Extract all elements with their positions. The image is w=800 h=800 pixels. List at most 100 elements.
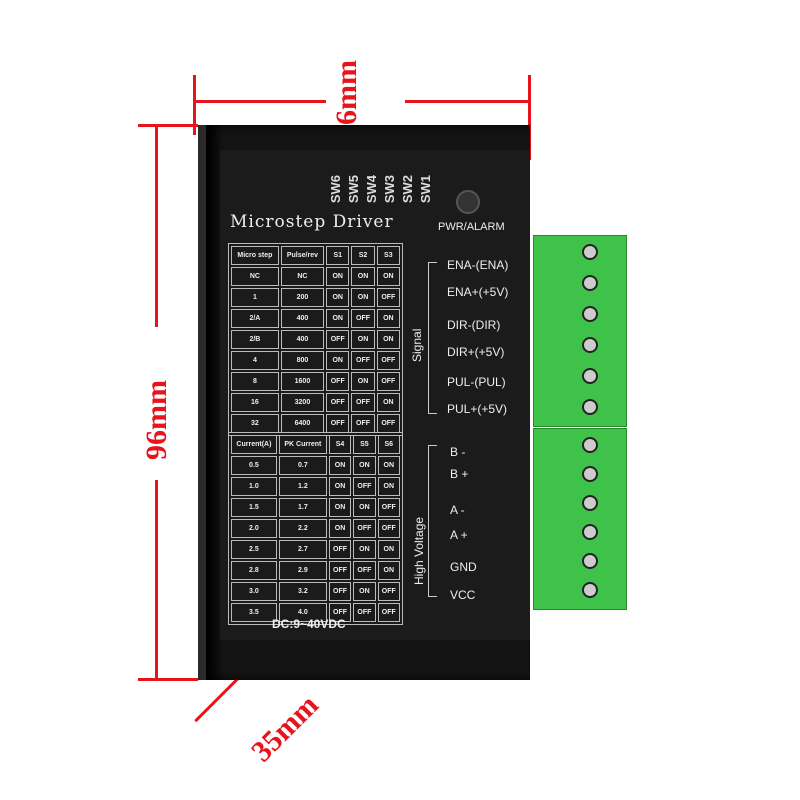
table-cell: 0.7 [278, 456, 327, 475]
height-dimension: 96mm [140, 380, 173, 460]
table-cell: OFF [376, 372, 400, 391]
led-icon [456, 190, 480, 214]
table-cell: ON [353, 498, 376, 517]
table-cell: 1600 [280, 372, 325, 391]
table-cell: 32 [231, 414, 279, 433]
signal-pin-label: DIR+(+5V) [447, 345, 505, 359]
table-cell: OFF [376, 414, 400, 433]
terminal-screw-icon [582, 495, 598, 511]
table-cell: ON [328, 519, 352, 538]
terminal-screw-icon [582, 582, 598, 598]
table-cell: 800 [280, 351, 325, 370]
width-dim-left-tick [193, 75, 196, 135]
table-cell: ON [377, 561, 400, 580]
table-cell: OFF [377, 582, 400, 601]
table-cell: 4.0 [278, 603, 327, 622]
table-cell: OFF [376, 351, 400, 370]
table-cell: ON [376, 330, 400, 349]
table-cell: 200 [280, 288, 325, 307]
table-cell: ON [351, 372, 375, 391]
table-cell: 1.7 [278, 498, 327, 517]
table-cell: 2.0 [231, 519, 277, 538]
table-cell: ON [351, 267, 375, 286]
power-terminal-block [533, 428, 627, 610]
table-cell: 2/A [231, 309, 279, 328]
table-cell: 1.5 [231, 498, 277, 517]
table-cell: 0.5 [231, 456, 277, 475]
table-cell: OFF [326, 330, 350, 349]
table-cell: 3.5 [231, 603, 277, 622]
height-dim-arrow-bottom [155, 480, 158, 678]
terminal-screw-icon [582, 399, 598, 415]
switch-label: SW1 [418, 175, 433, 204]
table-header: Pulse/rev [280, 246, 325, 265]
table-cell: OFF [328, 561, 352, 580]
high-voltage-label: High Voltage [412, 516, 426, 585]
height-dim-arrow-top [155, 127, 158, 327]
terminal-screw-icon [582, 306, 598, 322]
table-cell: ON [376, 309, 400, 328]
table-cell: ON [376, 267, 400, 286]
table-header: S4 [328, 435, 352, 454]
table-header: Micro step [231, 246, 279, 265]
terminal-screw-icon [582, 275, 598, 291]
switch-label: SW3 [382, 175, 397, 204]
power-pin-label: B + [450, 467, 469, 481]
table-cell: ON [376, 393, 400, 412]
table-cell: ON [353, 540, 376, 559]
table-header: S6 [377, 435, 400, 454]
terminal-screw-icon [582, 244, 598, 260]
hv-bracket [428, 445, 437, 597]
table-cell: 2.5 [231, 540, 277, 559]
table-header: S3 [376, 246, 400, 265]
table-cell: ON [328, 456, 352, 475]
table-cell: ON [326, 267, 350, 286]
terminal-screw-icon [582, 524, 598, 540]
table-cell: ON [326, 309, 350, 328]
table-cell: ON [377, 477, 400, 496]
table-cell: 1.2 [278, 477, 327, 496]
table-cell: OFF [376, 288, 400, 307]
table-cell: 2.9 [278, 561, 327, 580]
table-cell: ON [353, 456, 376, 475]
signal-pin-label: DIR-(DIR) [447, 318, 501, 332]
table-cell: ON [351, 330, 375, 349]
table-cell: OFF [326, 393, 350, 412]
table-header: Current(A) [231, 435, 277, 454]
table-cell: 3.2 [278, 582, 327, 601]
switch-label: SW4 [364, 175, 379, 204]
width-dim-right-tick [528, 75, 531, 160]
pwr-alarm-label: PWR/ALARM [438, 221, 505, 233]
signal-pin-label: ENA-(ENA) [447, 258, 509, 272]
table-cell: OFF [326, 372, 350, 391]
table-cell: 6400 [280, 414, 325, 433]
table-cell: NC [231, 267, 279, 286]
height-dim-bottom-tick [138, 678, 198, 681]
signal-label: Signal [410, 328, 424, 362]
power-pin-label: A - [450, 503, 465, 517]
table-cell: 3.0 [231, 582, 277, 601]
table-cell: 2/B [231, 330, 279, 349]
table-cell: OFF [353, 519, 376, 538]
table-cell: ON [377, 540, 400, 559]
power-pin-label: GND [450, 560, 477, 574]
terminal-screw-icon [582, 437, 598, 453]
table-cell: ON [328, 498, 352, 517]
depth-dim-line [194, 677, 239, 723]
switch-label: SW2 [400, 175, 415, 204]
signal-pin-label: PUL-(PUL) [447, 375, 506, 389]
table-cell: OFF [326, 414, 350, 433]
